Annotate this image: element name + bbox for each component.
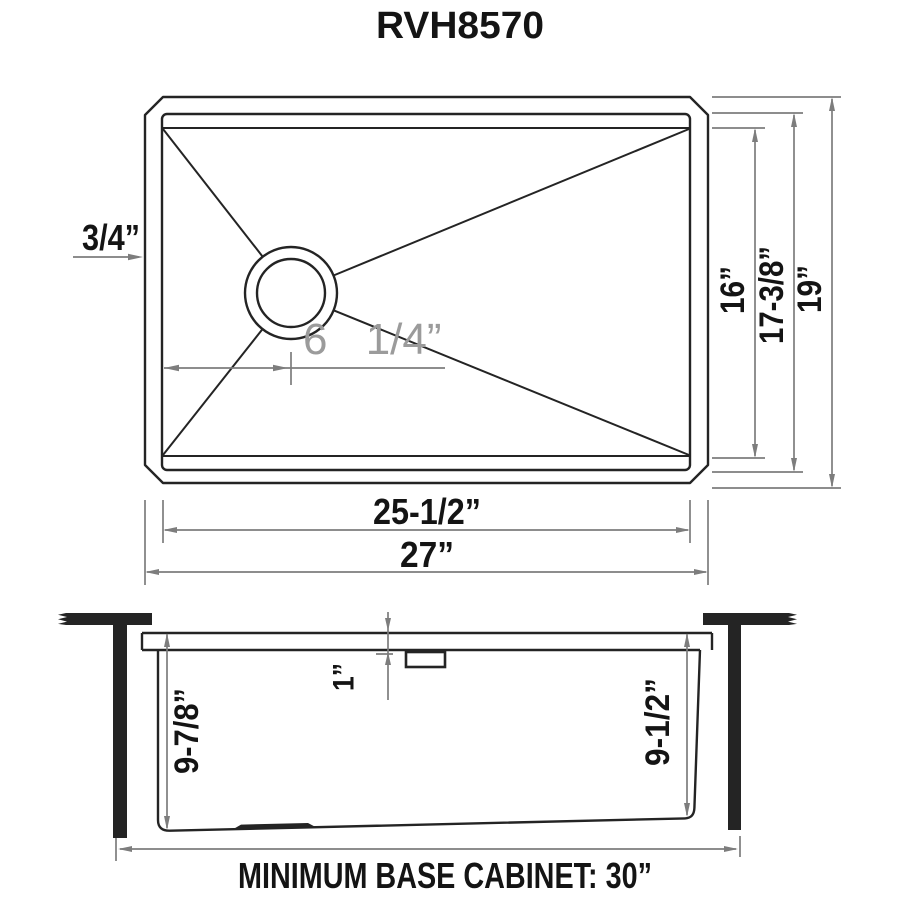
drain-offset-label: 6 1/4” [303,315,442,364]
arrow-down-icon [752,444,758,458]
arrow-right-icon [273,364,288,372]
crease-bottom-left [162,328,264,456]
rim-height-label: 1” [328,663,361,691]
dim-rim-height: 1” [328,612,393,700]
dim-depths-right: 16” 17-3/8” 19” [712,96,841,489]
mounting-clip [404,650,447,669]
rim-width-label: 3/4” [82,217,140,258]
dim-rim-width: 3/4” [73,217,143,261]
bowl-profile [156,649,702,832]
inner-depth-label: 17-3/8” [753,246,791,344]
overall-width-label: 27” [400,534,454,575]
overall-depth-label: 19” [791,265,829,313]
countertop-left [58,613,152,625]
arrow-left-icon [164,364,179,372]
arrow-down-icon [791,458,797,472]
drain-outer-ring [243,245,339,341]
arrow-left-icon [145,569,159,575]
arrow-right-icon [128,253,143,261]
arrow-down-icon [684,803,690,817]
drain-fitting [233,823,316,830]
side-view: 1” 9-7/8” 9-1/2” MINIMUM BASE CABINET: 3… [58,612,797,896]
arrow-down-icon [385,618,391,631]
arrow-up-icon [791,113,797,127]
inner-rim-outline [160,112,692,472]
top-view: 3/4” 6 1/4” 16” 17-3/8” [73,95,841,585]
dim-drain-offset: 6 1/4” [164,315,445,385]
crease-top-left [162,128,264,258]
drain-inner-ring [255,257,327,329]
crease-top-right [333,128,690,277]
arrow-down-icon [829,474,835,488]
arrow-up-icon [752,128,758,142]
arrow-up-icon [829,97,835,111]
dim-widths-bottom: 25-1/2” 27” [144,491,709,585]
left-depth-label: 9-7/8” [168,688,206,774]
right-depth-label: 9-1/2” [639,678,677,766]
outer-rim-outline [143,95,710,485]
dim-base-cabinet: MINIMUM BASE CABINET: 30” [115,836,741,896]
arrow-up-icon [385,652,391,665]
arrow-left-icon [163,527,177,533]
bowl-depth-label: 16” [714,266,752,314]
arrow-up-icon [164,633,170,647]
arrow-up-icon [684,633,690,647]
model-number-title: RVH8570 [376,5,544,47]
bowl-width-label: 25-1/2” [373,491,481,532]
cabinet-note-label: MINIMUM BASE CABINET: 30” [238,855,652,896]
arrow-left-icon [118,846,132,852]
arrow-right-icon [724,846,738,852]
cabinet-wall-left [113,625,127,838]
arrow-down-icon [164,816,170,830]
arrow-right-icon [676,527,690,533]
dim-depth-right: 9-1/2” [639,633,690,817]
arrow-right-icon [694,569,708,575]
crease-bottom-right [333,309,690,456]
countertop-right [703,613,797,625]
cabinet-wall-right [728,625,741,830]
dim-depth-left: 9-7/8” [164,633,206,830]
